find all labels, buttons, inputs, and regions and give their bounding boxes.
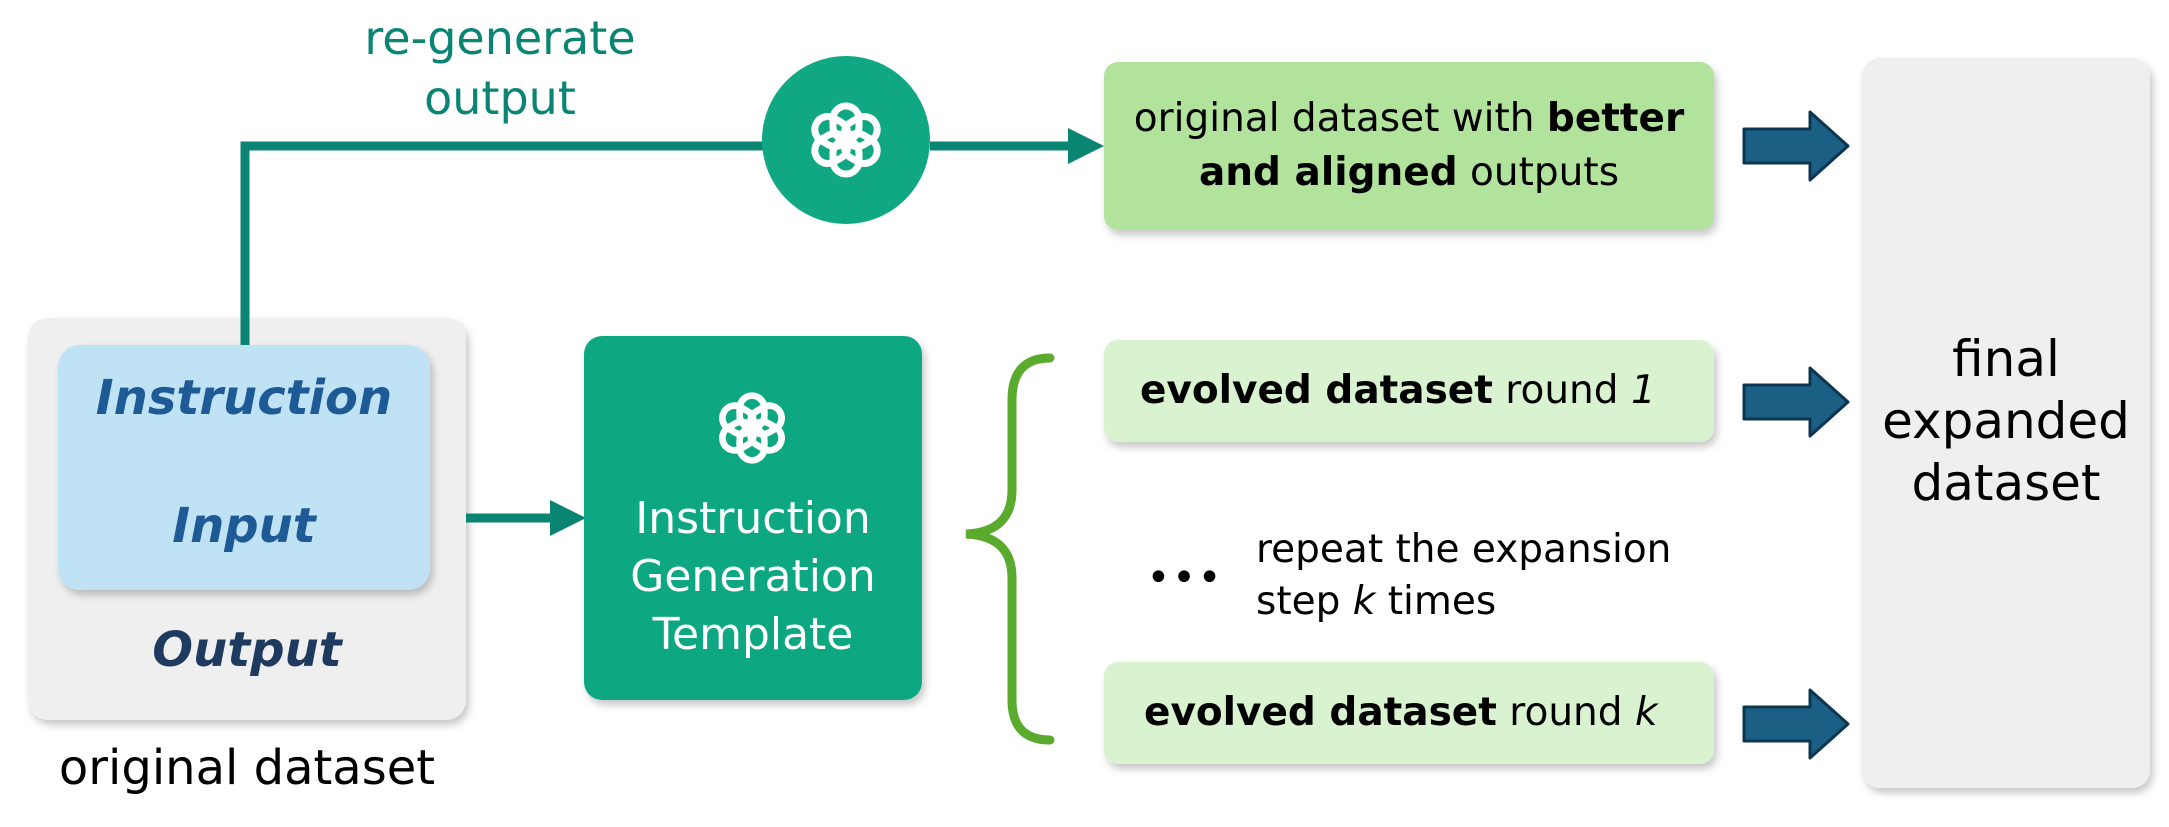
better-outputs-label: original dataset with better and aligned… — [1104, 92, 1714, 200]
block-arrow-round-k — [1742, 688, 1850, 760]
repeat-line2-k: k — [1352, 579, 1376, 624]
template-box — [584, 336, 922, 700]
field-output-label: Output — [152, 622, 342, 678]
better-outputs-line2-normal: outputs — [1457, 150, 1620, 195]
original-dataset-caption: original dataset — [58, 740, 436, 796]
repeat-line1: repeat the expansion — [1256, 527, 1672, 572]
ellipsis-dots: ••• — [1146, 555, 1224, 601]
round-1-label: evolved dataset round 1 — [1140, 364, 1700, 418]
repeat-line2-b: times — [1375, 579, 1497, 624]
template-label-line2: Generation — [630, 551, 876, 602]
repeat-label: repeat the expansion step k times — [1256, 524, 1716, 628]
regenerate-label: re-generate output — [340, 8, 660, 128]
field-instruction-label: Instruction — [95, 370, 393, 426]
final-dataset-line1: final — [1952, 330, 2060, 388]
better-outputs-line2-bold: and aligned — [1198, 150, 1458, 195]
block-arrow-round-1 — [1742, 366, 1850, 438]
block-arrow-better — [1742, 110, 1850, 182]
round-k-italic: k — [1634, 690, 1658, 735]
round-k-bold: evolved dataset — [1144, 690, 1497, 735]
template-label: Instruction Generation Template — [584, 490, 922, 664]
round-k-box — [1104, 662, 1714, 764]
regenerate-connector-line — [240, 141, 770, 345]
round-1-box — [1104, 340, 1714, 442]
regenerate-label-line1: re-generate — [364, 11, 636, 65]
better-outputs-box — [1104, 62, 1714, 230]
instruction-input-box — [58, 345, 430, 590]
repeat-line2-a: step — [1256, 579, 1353, 624]
repeat-line2: step k times — [1256, 576, 1716, 628]
template-label-line3: Template — [652, 609, 854, 660]
round-1-bold: evolved dataset — [1140, 368, 1493, 413]
better-outputs-line1-normal: original dataset with — [1133, 96, 1547, 141]
curly-brace — [965, 353, 1055, 745]
template-label-line1: Instruction — [635, 493, 871, 544]
regenerate-arrowhead — [1068, 128, 1104, 164]
better-outputs-line1-bold: better — [1546, 96, 1685, 141]
round-1-normal: round — [1492, 368, 1631, 413]
round-k-normal: round — [1496, 690, 1635, 735]
final-dataset-label: final expanded dataset — [1862, 328, 2150, 514]
round-1-italic: 1 — [1630, 368, 1656, 413]
better-outputs-line2: and aligned outputs — [1104, 146, 1714, 200]
original-to-template-arrowhead — [550, 500, 586, 536]
regenerate-label-line2: output — [424, 71, 576, 125]
better-outputs-line1: original dataset with better — [1104, 92, 1714, 146]
final-dataset-line3: dataset — [1911, 454, 2101, 512]
field-input-label: Input — [172, 498, 316, 554]
final-dataset-panel — [1862, 58, 2150, 788]
round-k-label: evolved dataset round k — [1144, 686, 1704, 740]
final-dataset-line2: expanded — [1882, 392, 2130, 450]
